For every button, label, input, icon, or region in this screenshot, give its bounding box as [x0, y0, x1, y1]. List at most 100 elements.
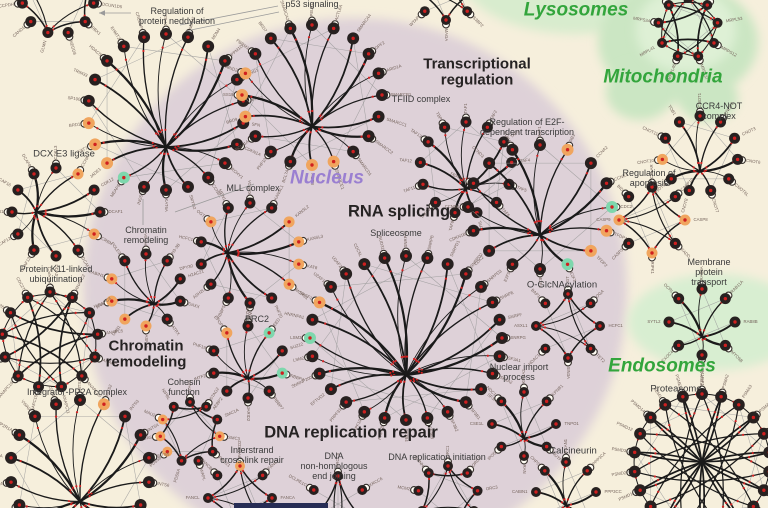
- gene-label: OGA: [595, 288, 605, 298]
- gene-label: ANAPC11: [61, 394, 71, 414]
- gene-label: CCNE1: [613, 172, 629, 182]
- gene-label: SNRPB: [426, 235, 434, 251]
- gene-label: ASUN: [47, 384, 56, 397]
- gene-label: SIN3A: [566, 367, 571, 380]
- gene-label: ATRX: [170, 324, 181, 336]
- gene-label: XRCC6: [368, 476, 384, 488]
- gene-label: CASP9: [596, 217, 611, 222]
- gene-label: DCAF1: [109, 209, 124, 214]
- gene-label: PSMA2: [721, 373, 730, 389]
- gene-label: SF3A1: [507, 355, 522, 363]
- gene-label: CREBBP: [135, 11, 145, 29]
- gene-label: RAB8A: [699, 266, 704, 280]
- gene-label: TAF2: [489, 109, 498, 121]
- gene-label: RAB8B: [744, 319, 758, 324]
- gene-label: H3-3A: [143, 233, 148, 245]
- gene-label: SMARCA2: [279, 0, 290, 22]
- gene-label: KAT7: [77, 145, 89, 154]
- gene-label: UBN1: [111, 324, 122, 337]
- gene-label: RCAN1: [563, 438, 568, 453]
- gene-label: TAF3: [509, 129, 521, 139]
- gene-label: SMARCB1: [391, 92, 412, 97]
- gene-label: RAN: [522, 465, 527, 474]
- gene-label: TOB1: [667, 104, 678, 117]
- gene-label: ANAPC16: [0, 380, 15, 398]
- gene-label: PPP2CA: [0, 451, 3, 459]
- pointer-line: [179, 5, 279, 26]
- gene-label: CNOT3: [741, 126, 757, 137]
- gene-label: CNOT8: [680, 197, 689, 213]
- gene-label: BRD9: [226, 116, 239, 124]
- gene-label: SF3B2: [449, 418, 459, 433]
- gene-label: ACTB: [310, 174, 315, 186]
- gene-label: CDK12: [100, 176, 115, 188]
- gene-label: CNOT10: [637, 158, 655, 165]
- gene-label: CABIN1: [512, 489, 528, 494]
- endosome-region: [628, 274, 768, 370]
- gene-label: PPP3CA: [591, 451, 607, 467]
- gene-label: HCFC1: [609, 323, 624, 328]
- gene-label: INTS1: [77, 379, 82, 392]
- gene-label: NEDD8: [68, 40, 77, 56]
- gene-label: BAP1: [530, 288, 542, 300]
- gene-label: PSMD12: [616, 420, 634, 432]
- gene-label: FADD: [680, 247, 692, 259]
- gene-node: [683, 0, 693, 3]
- gene-label: ARID2: [225, 64, 239, 73]
- gene-label: TP53: [163, 15, 168, 26]
- gene-label: FANCL: [186, 495, 200, 500]
- gene-label: SUZ12: [289, 341, 304, 350]
- gene-label: OGT: [196, 208, 207, 218]
- gene-label: MDM4: [210, 27, 221, 41]
- gene-label: SMARCE1: [334, 169, 345, 191]
- gene-node: [763, 465, 768, 478]
- gene-label: ARID1A: [386, 63, 402, 73]
- gene-label: TAF12: [399, 157, 413, 164]
- gene-label: ORC1: [445, 445, 450, 458]
- gene-label: MAU2: [143, 408, 156, 418]
- gene-label: KAT8: [307, 263, 319, 270]
- gene-label: JADE1: [89, 166, 103, 179]
- gene-label: PRPF8: [377, 425, 385, 440]
- pointer-arrowhead: [99, 10, 105, 16]
- gene-label: DPF2: [374, 40, 386, 51]
- gene-label: ASF1A: [144, 335, 149, 349]
- cluster-chromatin-remodeling-small: H3-3AH3-3BH2AC21DAXXATRXASF1AUBN1HIRACAB…: [88, 233, 205, 348]
- gene-label: RB1: [568, 132, 576, 142]
- gene-label: TNPO1: [565, 421, 580, 426]
- gene-label: DCAF16: [0, 175, 12, 188]
- gene-label: CNOT1: [697, 92, 702, 107]
- gene-label: HCFC1: [179, 234, 195, 242]
- gene-label: DCUN1D5: [102, 2, 123, 10]
- gene-label: CDC26: [0, 298, 6, 310]
- gene-label: ANAPC7: [102, 357, 120, 368]
- gene-label: RBBP4: [290, 373, 306, 382]
- gene-label: ORC3: [485, 484, 498, 491]
- gene-label: E2F5: [503, 270, 512, 282]
- gene-label: H2AC21: [187, 268, 205, 278]
- gene-label: CDK4: [503, 130, 512, 143]
- gene-label: LSM2: [293, 355, 306, 363]
- gene-label: EPOP: [213, 315, 224, 328]
- gene-label: TRIM33: [73, 67, 90, 78]
- gene-label: CNOT6: [746, 158, 762, 165]
- gene-label: DDA1: [54, 265, 59, 277]
- gene-label: CFLAR: [649, 164, 654, 178]
- gene-label: KANSL1: [273, 184, 285, 202]
- gene-label: SS18: [223, 92, 234, 97]
- gene-label: E2F4: [538, 278, 543, 289]
- gene-label: TAF13: [410, 128, 424, 140]
- gene-label: TBP: [435, 111, 443, 121]
- gene-label: H3-3B: [170, 242, 181, 255]
- gene-label: HNRNPA1: [284, 311, 305, 321]
- gene-label: PDS5A: [172, 468, 181, 483]
- gene-label: BUD31: [378, 236, 386, 251]
- gene-label: EHMT2: [110, 25, 122, 40]
- gene-label: SFN: [251, 121, 260, 127]
